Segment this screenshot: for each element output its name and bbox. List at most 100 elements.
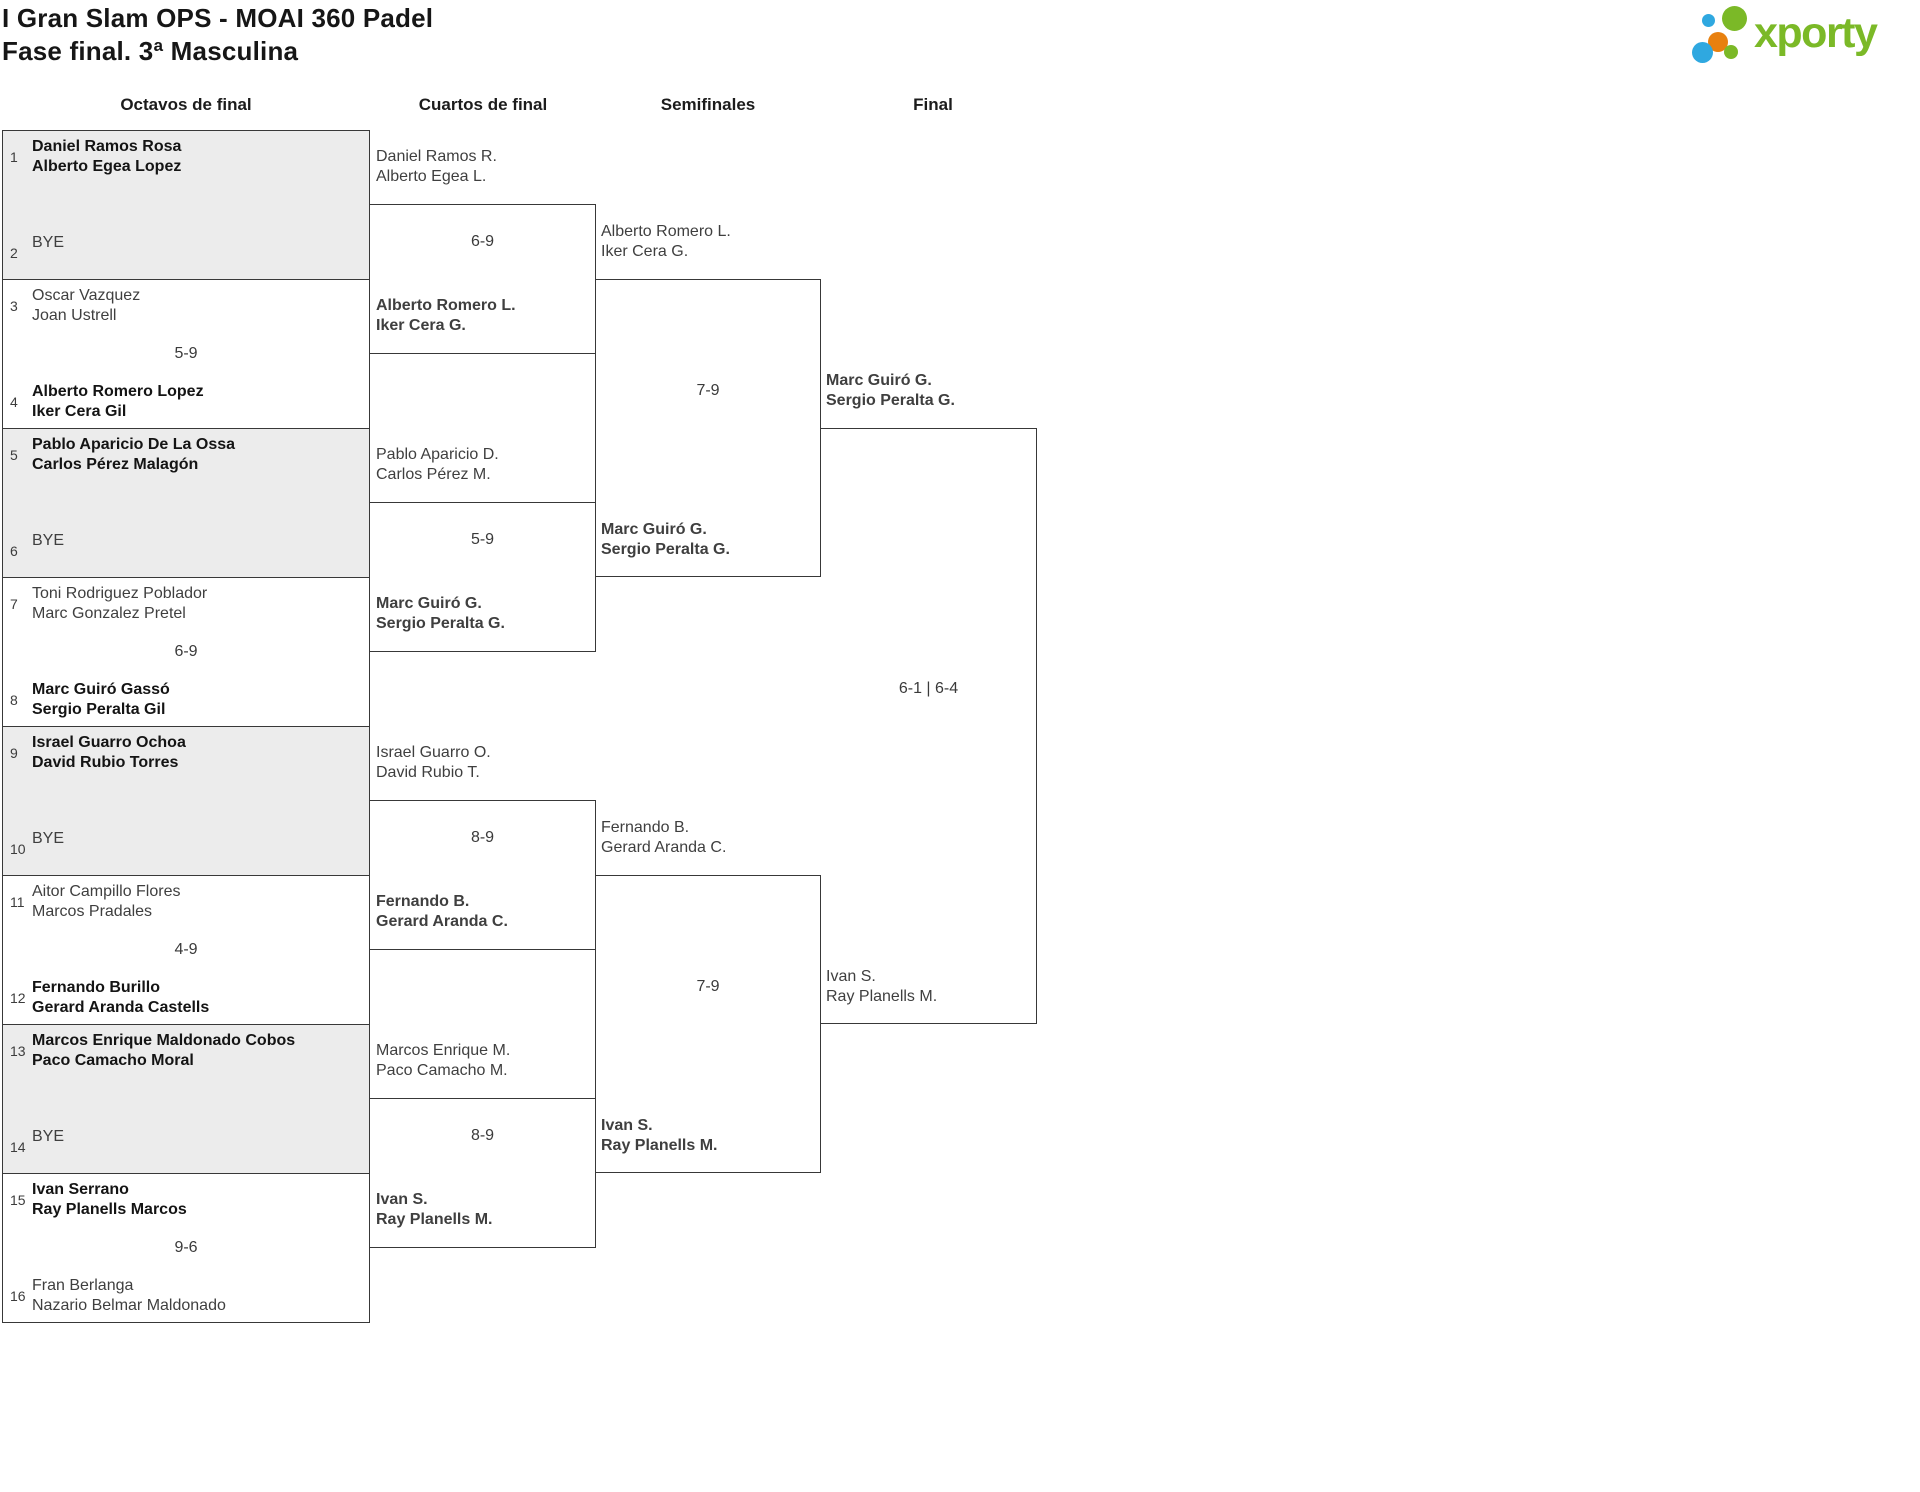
semifinal-2-score: 7-9	[696, 978, 720, 995]
team-slot-top: 5 Pablo Aparicio De La Ossa Carlos Pérez…	[3, 435, 369, 475]
team-names: BYE	[32, 233, 64, 273]
phase-subtitle: Fase final. 3ª Masculina	[2, 36, 299, 66]
team-name-line: Sergio Peralta G.	[826, 392, 955, 409]
team-names: Marc Guiró Gassó Sergio Peralta Gil	[32, 680, 170, 720]
match-score: 6-9	[174, 643, 198, 660]
team-names: BYE	[32, 829, 64, 869]
team-name-line: Sergio Peralta Gil	[32, 701, 166, 718]
octavos-match-8: 15 Ivan Serrano Ray Planells Marcos 9-6 …	[2, 1173, 370, 1323]
logo-brand-text: xporty	[1754, 9, 1878, 57]
team-names: Israel Guarro Ochoa David Rubio Torres	[32, 733, 186, 773]
seed-number: 11	[10, 894, 25, 910]
team-name-line: Gerard Aranda C.	[601, 839, 727, 856]
team-name-line	[32, 253, 64, 273]
seed-number: 9	[10, 745, 18, 761]
semifinal-1-team-top: Alberto Romero L. Iker Cera G.	[601, 222, 815, 262]
semifinal-2-team-bottom: Ivan S. Ray Planells M.	[601, 1116, 815, 1156]
team-name-line: Ivan S.	[826, 968, 876, 985]
team-slot-bottom: 8 Marc Guiró Gassó Sergio Peralta Gil	[3, 680, 369, 720]
team-name-line: Ray Planells Marcos	[32, 1201, 187, 1218]
team-slot-top: 9 Israel Guarro Ochoa David Rubio Torres	[3, 733, 369, 773]
seed-number: 14	[10, 1139, 26, 1155]
team-names: BYE	[32, 1127, 64, 1167]
team-name-line: Oscar Vazquez	[32, 287, 141, 304]
seed-number: 6	[10, 543, 18, 559]
team-name-line: Paco Camacho M.	[376, 1062, 508, 1079]
team-name-line: David Rubio T.	[376, 764, 480, 781]
team-slot-bottom: 2 BYE	[3, 233, 369, 273]
cuartos-4-box	[369, 1098, 596, 1248]
seed-number: 13	[10, 1043, 26, 1059]
match-score: 4-9	[174, 941, 198, 958]
match-score: 5-9	[174, 345, 198, 362]
seed-number: 1	[10, 149, 18, 165]
team-name-line: Gerard Aranda C.	[376, 913, 508, 930]
final-team-top: Marc Guiró G. Sergio Peralta G.	[826, 371, 1032, 411]
final-box	[820, 428, 1037, 1024]
team-name-line: Ivan Serrano	[32, 1181, 129, 1198]
team-name-line: Ray Planells M.	[826, 988, 938, 1005]
cuartos-3-team-bottom: Fernando B. Gerard Aranda C.	[376, 892, 591, 932]
cuartos-2-team-top: Pablo Aparicio D. Carlos Pérez M.	[376, 445, 591, 485]
seed-number: 10	[10, 841, 26, 857]
final-score: 6-1 | 6-4	[898, 680, 959, 697]
team-name-line: BYE	[32, 532, 65, 549]
octavos-match-3: 5 Pablo Aparicio De La Ossa Carlos Pérez…	[2, 428, 370, 578]
cuartos-2-box	[369, 502, 596, 652]
team-name-line: Marc Guiró G.	[601, 521, 707, 538]
cuartos-1-team-top: Daniel Ramos R. Alberto Egea L.	[376, 147, 591, 187]
team-names: BYE	[32, 531, 64, 571]
team-name-line: Marcos Enrique Maldonado Cobos	[32, 1032, 296, 1049]
team-name-line: Israel Guarro O.	[376, 744, 491, 761]
logo-dot-green-small-icon	[1724, 45, 1738, 59]
match-score	[3, 493, 369, 513]
logo-dot-green-large-icon	[1722, 6, 1747, 31]
team-name-line: Ray Planells M.	[376, 1211, 493, 1228]
team-name-line: Nazario Belmar Maldonado	[32, 1297, 226, 1314]
match-score: 9-6	[174, 1239, 198, 1256]
team-name-line: Alberto Romero L.	[601, 223, 731, 240]
team-name-line: Fernando B.	[601, 819, 690, 836]
team-slot-top: 3 Oscar Vazquez Joan Ustrell	[3, 286, 369, 326]
team-name-line: Alberto Romero L.	[376, 297, 516, 314]
team-name-line: Alberto Romero Lopez	[32, 383, 204, 400]
logo-dot-orange-icon	[1708, 32, 1728, 52]
final-team-bottom: Ivan S. Ray Planells M.	[826, 967, 1032, 1007]
semifinal-2-box	[595, 875, 821, 1173]
octavos-match-1: 1 Daniel Ramos Rosa Alberto Egea Lopez 2…	[2, 130, 370, 280]
match-score	[3, 1089, 369, 1109]
seed-number: 2	[10, 245, 18, 261]
team-slot-top: 13 Marcos Enrique Maldonado Cobos Paco C…	[3, 1031, 369, 1071]
team-name-line: Fernando B.	[376, 893, 470, 910]
team-names: Alberto Romero Lopez Iker Cera Gil	[32, 382, 204, 422]
team-name-line: Carlos Pérez Malagón	[32, 456, 199, 473]
team-name-line: Toni Rodriguez Poblador	[32, 585, 208, 602]
seed-number: 16	[10, 1288, 26, 1304]
team-name-line: Marc Gonzalez Pretel	[32, 605, 186, 622]
team-name-line: Carlos Pérez M.	[376, 466, 491, 483]
team-slot-bottom: 10 BYE	[3, 829, 369, 869]
xporty-logo[interactable]: xporty	[1690, 4, 1918, 76]
team-name-line: Daniel Ramos Rosa	[32, 138, 182, 155]
octavos-match-5: 9 Israel Guarro Ochoa David Rubio Torres…	[2, 726, 370, 876]
seed-number: 5	[10, 447, 18, 463]
team-name-line	[32, 849, 64, 869]
cuartos-1-score: 6-9	[470, 233, 495, 250]
round-header-cuartos: Cuartos de final	[418, 95, 548, 114]
team-name-line: Marcos Enrique M.	[376, 1042, 511, 1059]
cuartos-4-team-bottom: Ivan S. Ray Planells M.	[376, 1190, 591, 1230]
team-names: Marcos Enrique Maldonado Cobos Paco Cama…	[32, 1031, 295, 1071]
semifinal-1-team-bottom: Marc Guiró G. Sergio Peralta G.	[601, 520, 815, 560]
seed-number: 3	[10, 298, 18, 314]
seed-number: 8	[10, 692, 18, 708]
team-name-line: BYE	[32, 830, 65, 847]
team-slot-top: 1 Daniel Ramos Rosa Alberto Egea Lopez	[3, 137, 369, 177]
team-name-line: Ivan S.	[601, 1117, 653, 1134]
team-slot-bottom: 14 BYE	[3, 1127, 369, 1167]
octavos-match-7: 13 Marcos Enrique Maldonado Cobos Paco C…	[2, 1024, 370, 1174]
team-name-line: Sergio Peralta G.	[376, 615, 505, 632]
team-name-line: BYE	[32, 1128, 65, 1145]
page-title: I Gran Slam OPS - MOAI 360 Padel Fase fi…	[2, 2, 433, 68]
octavos-match-2: 3 Oscar Vazquez Joan Ustrell 5-9 4 Alber…	[2, 279, 370, 429]
